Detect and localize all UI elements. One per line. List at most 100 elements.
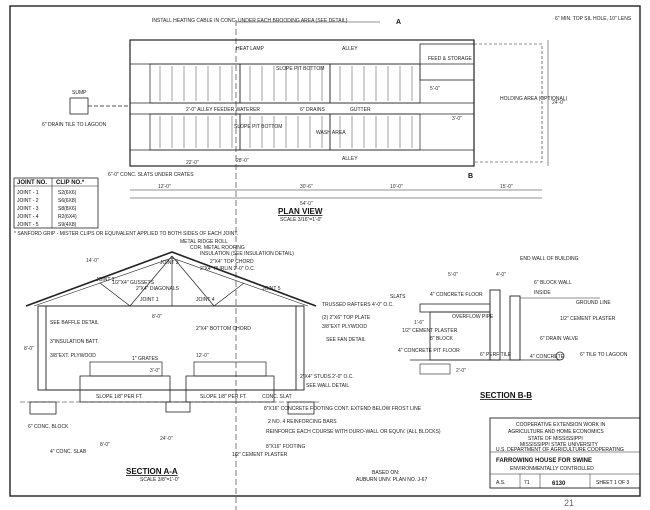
holding-area-label: HOLDING AREA (OPTIONAL)	[500, 96, 568, 102]
ext-plywood2-label: 3/8"EXT. PLYWOOD	[50, 353, 96, 359]
sump-label: SUMP	[72, 90, 87, 96]
reinforcing-label: 2 NO. 4 REINFORCING BARS	[268, 419, 337, 425]
plan-dim-d2: 28'-0"	[236, 158, 249, 164]
title-block-subtitle: ENVIRONMENTALLY CONTROLLED	[510, 466, 594, 472]
plan-dim-d6: 22'-0"	[186, 160, 199, 166]
studs-label: 2"X4" STUDS 2'-0" O.C.	[300, 374, 354, 380]
joint-table-cell: JOINT - 1	[17, 190, 39, 196]
title-block-sheet: SHEET 1 OF 3	[596, 480, 629, 486]
wall-detail-label: SEE WALL DETAIL	[306, 383, 349, 389]
joint-table-cell: JOINT - 3	[17, 206, 39, 212]
cement-plaster-label: 1/2" CEMENT PLASTER	[232, 452, 288, 458]
joint-table-cell: JOINT - 2	[17, 198, 39, 204]
table-row: JOINT - 2 S6(6X8)	[17, 198, 77, 204]
insulation-label: INSULATION (SEE INSULATION DETAIL)	[200, 251, 294, 257]
alley-bottom-label: ALLEY	[342, 156, 358, 162]
joint-clip-table: JOINT NO. CLIP NO.* JOINT - 1 S2(6X6) JO…	[13, 177, 238, 237]
plan-view-title: PLAN VIEW	[278, 207, 323, 216]
purlin-label: 2"X4" PURLIN 2'-0" O.C.	[200, 266, 255, 272]
plan-dim-depth: 24'-0"	[552, 100, 565, 106]
footing-left	[29, 401, 57, 415]
joint-1-label: JOINT 1	[140, 297, 159, 303]
slope-left-label: SLOPE 1/8" PER FT.	[96, 394, 143, 400]
bb-dim-3: 1'-6"	[414, 320, 424, 326]
ridge-roll-label: METAL RIDGE ROLL	[180, 239, 228, 245]
title-block-code1: A.S.	[496, 480, 505, 486]
crate-right	[193, 361, 267, 377]
aa-dim-rise: 14'-0"	[86, 258, 99, 264]
joint-table-cell: JOINT - 5	[17, 222, 39, 228]
feed-storage-room	[419, 43, 475, 81]
table-row: JOINT - 1 S2(6X6)	[17, 190, 77, 196]
joint-table-cell: S8(8X6)	[58, 206, 77, 212]
section-b-marker: B	[468, 173, 473, 180]
crate-left	[89, 361, 163, 377]
joint-3-label: JOINT 3	[160, 260, 179, 266]
pen-row-bottom	[149, 113, 421, 151]
plan-dim-d3: 30'-6"	[300, 184, 313, 190]
right-wall	[295, 305, 305, 391]
left-wall	[37, 305, 47, 391]
joint-table-note: * SANFORD GRIP - MISTER CLIPS OR EQUIVAL…	[14, 231, 238, 237]
joint-5-label: JOINT 5	[262, 286, 281, 292]
based-on-line1: BASED ON:	[372, 470, 399, 476]
joint-4-label: JOINT 4	[196, 297, 215, 303]
table-row: JOINT - 4 R2(6X4)	[17, 214, 77, 220]
title-block-code2: 71	[524, 480, 530, 486]
conc-slat-label: CONC. SLAT	[262, 394, 292, 400]
plan-dim-d4: 10'-0"	[390, 184, 403, 190]
section-bb: END WALL OF BUILDING 6" BLOCK WALL SLATS…	[390, 256, 628, 400]
bb-dim-4: 2'-0"	[456, 368, 466, 374]
bb-pit-floor-label: 4" CONCRETE PIT FLOOR	[398, 348, 460, 354]
roof-line	[25, 251, 317, 307]
aa-dim-pit2: 8'-0"	[100, 442, 110, 448]
diagonals-label: 2"X4" DIAGONALS	[136, 286, 180, 292]
bb-ground-line-label: GROUND LINE	[576, 300, 611, 306]
bb-end-wall-label: END WALL OF BUILDING	[520, 256, 579, 262]
plan-dim-bay: 3'-0"	[452, 116, 462, 122]
section-a-marker: A	[396, 19, 401, 26]
footing-label: 8"X16" CONCRETE FOOTING CONT. EXTEND BEL…	[264, 406, 422, 412]
joint-2-label: JOINT 2	[96, 277, 115, 283]
ext-plywood-label: 3/8"EXT PLYWOOD	[322, 324, 367, 330]
joint-table-cell: JOINT - 4	[17, 214, 39, 220]
drain-tile-label: 6" DRAIN TILE TO LAGOON	[42, 122, 107, 128]
slope-pit-bottom-label-2: SLOPE PIT BOTTOM	[234, 124, 282, 130]
gutter-label: GUTTER	[350, 107, 371, 113]
plan-dim-d5: 15'-0"	[500, 184, 513, 190]
bb-drain-label: 6" DRAIN VALVE	[540, 336, 579, 342]
bb-overflow-label: OVERFLOW PIPE	[452, 314, 494, 320]
aa-dim-pit: 3'-0"	[150, 368, 160, 374]
pen-row-top	[149, 63, 421, 104]
bb-end-wall	[489, 289, 501, 361]
conc-slab-label: 4" CONC. SLAB	[50, 449, 87, 455]
holding-area-outline	[473, 43, 543, 163]
heat-lamp-label: HEAT LAMP	[236, 46, 265, 52]
bb-block-wall	[509, 295, 521, 361]
bb-concrete-floor-label: 4" CONCRETE FLOOR	[430, 292, 483, 298]
based-on-line2: AUBURN UNIV. PLAN NO. J-67	[356, 477, 427, 483]
fan-detail-label: SEE FAN DETAIL	[326, 337, 366, 343]
bb-dim-2: 4'-0"	[496, 272, 506, 278]
title-block-project: FARROWING HOUSE FOR SWINE	[496, 458, 592, 464]
footing-center	[165, 401, 191, 413]
footing2-label: 8"X16" FOOTING	[266, 444, 306, 450]
joint-table-header-clip: CLIP NO.*	[56, 180, 85, 186]
gussets-label: 1/2"X4" GUSSETS	[112, 280, 155, 286]
title-block-line5: U.S. DEPARTMENT OF AGRICULTURE COOPERATI…	[496, 447, 624, 453]
bb-drain-tile-label: 6" TILE TO LAGOON	[580, 352, 628, 358]
joint-table-cell: S2(6X6)	[58, 190, 77, 196]
aa-dim-half: 12'-0"	[196, 353, 209, 359]
slope-pit-bottom-label-1: SLOPE PIT BOTTOM	[276, 66, 324, 72]
joint-table-cell: R2(6X4)	[58, 214, 77, 220]
conc-block-label: 6" CONC. BLOCK	[28, 424, 69, 430]
bb-inside-label: INSIDE	[534, 290, 551, 296]
bb-concrete-label: 4" CONCRETE	[530, 354, 565, 360]
plan-view: A B SUMP 6" DRAIN TILE TO LAGOON INSTALL…	[42, 16, 632, 510]
title-block-line3: STATE OF MISSISSIPPI	[528, 436, 583, 442]
table-row: JOINT - 5 S9(4X8)	[17, 222, 77, 228]
joint-table-header-joint: JOINT NO.	[17, 180, 47, 186]
slope-right-label: SLOPE 1/8" PER FT.	[200, 394, 247, 400]
bb-cement-plaster-label: 1/2" CEMENT PLASTER	[402, 328, 458, 334]
